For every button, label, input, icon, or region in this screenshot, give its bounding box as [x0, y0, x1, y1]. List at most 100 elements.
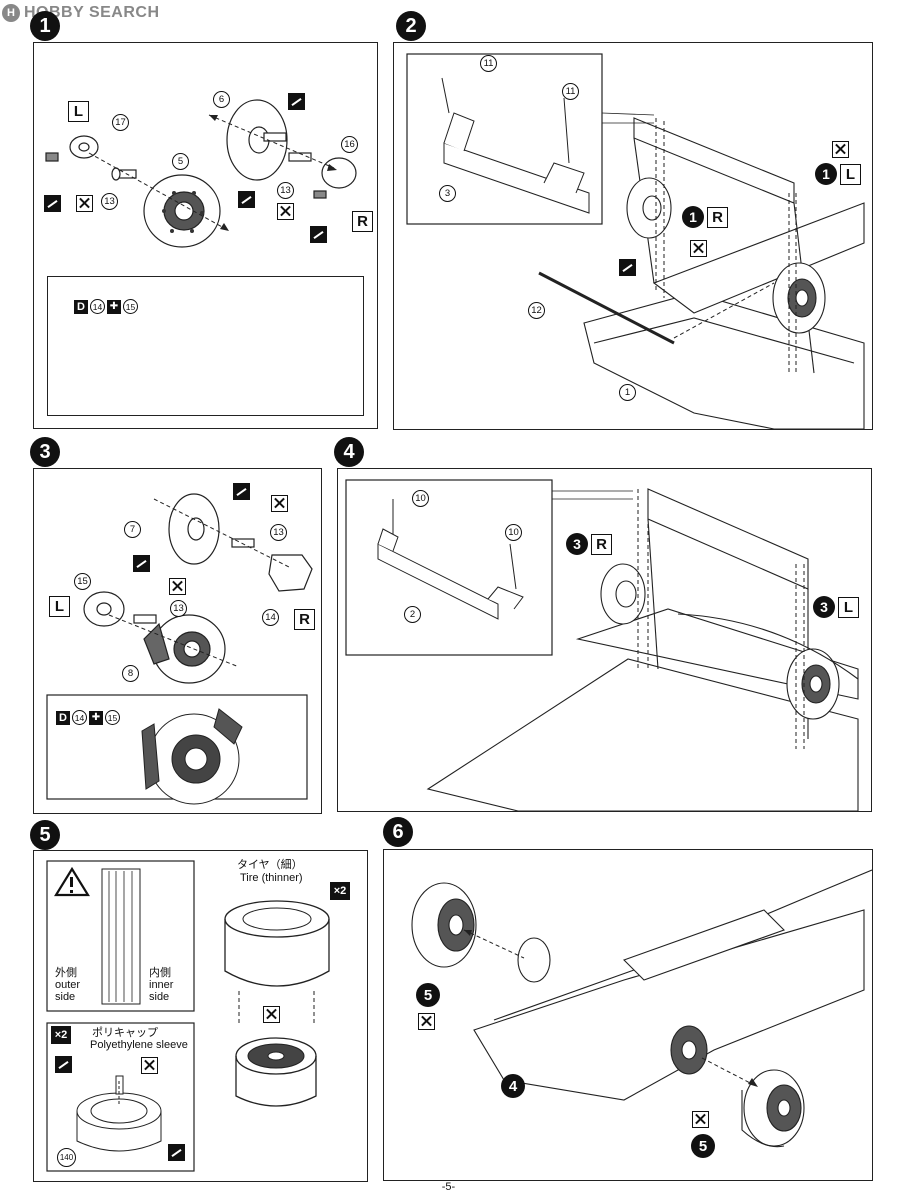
- step-5-reference-right: 5: [691, 1134, 715, 1158]
- step-1-badge: 1: [30, 11, 60, 41]
- part-7-callout: 7: [124, 521, 141, 538]
- part-13-callout: 13: [270, 524, 287, 541]
- mix-icon: ✚: [89, 710, 103, 725]
- tire-label-jp: タイヤ（細）: [237, 859, 303, 871]
- part-140-callout: 140: [57, 1148, 76, 1167]
- left-side-label: L: [838, 596, 859, 618]
- cement-icon: [44, 195, 61, 212]
- step-6-drawing: [411, 869, 872, 1148]
- paint-15: 15: [105, 710, 120, 725]
- step-3-drawing: [46, 493, 313, 805]
- cement-icon: [238, 191, 255, 208]
- step-5-panel: タイヤ（細） Tire (thinner) ×2 外側 outer side 内…: [33, 850, 368, 1182]
- inner-side-en2: side: [149, 991, 170, 1003]
- step-3-badge: 3: [30, 437, 60, 467]
- paint-code-d: D: [56, 710, 70, 725]
- cement-icon: [133, 555, 150, 572]
- paint-15: 15: [123, 299, 138, 314]
- cement-icon: [233, 483, 250, 500]
- cement-icon: [168, 1144, 185, 1161]
- cement-icon: [310, 226, 327, 243]
- step-3-right-reference: 3 R: [566, 533, 612, 555]
- sleeve-label-en: Polyethylene sleeve: [90, 1039, 188, 1051]
- watermark-logo: H: [2, 4, 20, 22]
- step-4-badge: 4: [334, 437, 364, 467]
- step-ref-circle: 3: [813, 596, 835, 618]
- left-side-label: L: [840, 163, 861, 185]
- part-13-callout-right: 13: [277, 182, 294, 199]
- part-10-callout: 10: [412, 490, 429, 507]
- no-cement-icon: [692, 1111, 709, 1128]
- cement-icon: [288, 93, 305, 110]
- no-cement-icon: [271, 495, 288, 512]
- step-3-left-reference: 3 L: [813, 596, 859, 618]
- left-side-label: L: [49, 596, 70, 617]
- step-2-panel: 11 11 3 12 1 1 R 1 L: [393, 42, 873, 430]
- outer-side-en1: outer: [55, 979, 81, 991]
- page-number: -5-: [441, 1181, 456, 1193]
- step-2-drawing: [406, 53, 865, 429]
- no-cement-icon: [832, 141, 849, 158]
- part-1-callout: 1: [619, 384, 636, 401]
- step-1-left-reference: 1 L: [815, 163, 861, 185]
- watermark-text: HOBBY SEARCH: [24, 4, 160, 21]
- step-5-badge: 5: [30, 820, 60, 850]
- part-11-callout: 11: [480, 55, 497, 72]
- part-5-callout: 5: [172, 153, 189, 170]
- step-5-reference-left: 5: [416, 983, 440, 1007]
- no-cement-icon: [418, 1013, 435, 1030]
- part-13-callout: 13: [101, 193, 118, 210]
- right-side-label: R: [352, 211, 373, 232]
- step-4-panel: 10 10 2 3 R 3 L: [337, 468, 872, 812]
- step-6-badge: 6: [383, 817, 413, 847]
- part-6-callout: 6: [213, 91, 230, 108]
- right-side-label: R: [294, 609, 315, 630]
- no-cement-icon: [141, 1057, 158, 1074]
- step-3-panel: 7 13 14 15 13 8 L R D 14 ✚ 15: [33, 468, 322, 814]
- quantity-x2-badge-sleeve: ×2: [51, 1026, 71, 1044]
- part-10-callout-right: 10: [505, 524, 522, 541]
- no-cement-icon: [277, 203, 294, 220]
- step-5-drawing: [46, 860, 330, 1172]
- hobby-search-watermark: H HOBBY SEARCH: [2, 2, 160, 24]
- step-6-panel: 5 4 5: [383, 849, 873, 1181]
- no-cement-icon: [76, 195, 93, 212]
- part-13-callout-lower: 13: [170, 600, 187, 617]
- paint-instruction: D 14 ✚ 15: [74, 299, 138, 314]
- part-11-callout-right: 11: [562, 83, 579, 100]
- part-3-callout: 3: [439, 185, 456, 202]
- part-14-callout: 14: [262, 609, 279, 626]
- paint-14: 14: [72, 710, 87, 725]
- part-17-callout: 17: [112, 114, 129, 131]
- step-1-paint-inset: [47, 276, 364, 416]
- paint-instruction: D 14 ✚ 15: [56, 710, 120, 725]
- quantity-x2-badge: ×2: [330, 882, 350, 900]
- step-4-reference: 4: [501, 1074, 525, 1098]
- step-ref-circle: 1: [682, 206, 704, 228]
- step-4-drawing: [345, 479, 859, 811]
- tire-label-en: Tire (thinner): [240, 872, 303, 884]
- step-2-badge: 2: [396, 11, 426, 41]
- no-cement-icon: [690, 240, 707, 257]
- part-8-callout: 8: [122, 665, 139, 682]
- step-1-panel: L R 17 5 13 6 16 13 D 14 ✚ 15: [33, 42, 378, 429]
- cement-icon: [619, 259, 636, 276]
- paint-code-d: D: [74, 299, 88, 314]
- part-12-callout: 12: [528, 302, 545, 319]
- outer-side-en2: side: [55, 991, 76, 1003]
- step-1-right-reference: 1 R: [682, 206, 728, 228]
- no-cement-icon: [263, 1006, 280, 1023]
- part-15-callout: 15: [74, 573, 91, 590]
- no-cement-icon: [169, 578, 186, 595]
- step-ref-circle: 3: [566, 533, 588, 555]
- left-side-label: L: [68, 101, 89, 122]
- outer-side-jp: 外側: [55, 967, 77, 979]
- part-16-callout: 16: [341, 136, 358, 153]
- right-side-label: R: [707, 206, 728, 228]
- sleeve-label-jp: ポリキャップ: [92, 1027, 158, 1039]
- inner-side-en1: inner: [149, 979, 174, 991]
- step-ref-circle: 1: [815, 163, 837, 185]
- paint-14: 14: [90, 299, 105, 314]
- right-side-label: R: [591, 533, 612, 555]
- mix-icon: ✚: [107, 299, 121, 314]
